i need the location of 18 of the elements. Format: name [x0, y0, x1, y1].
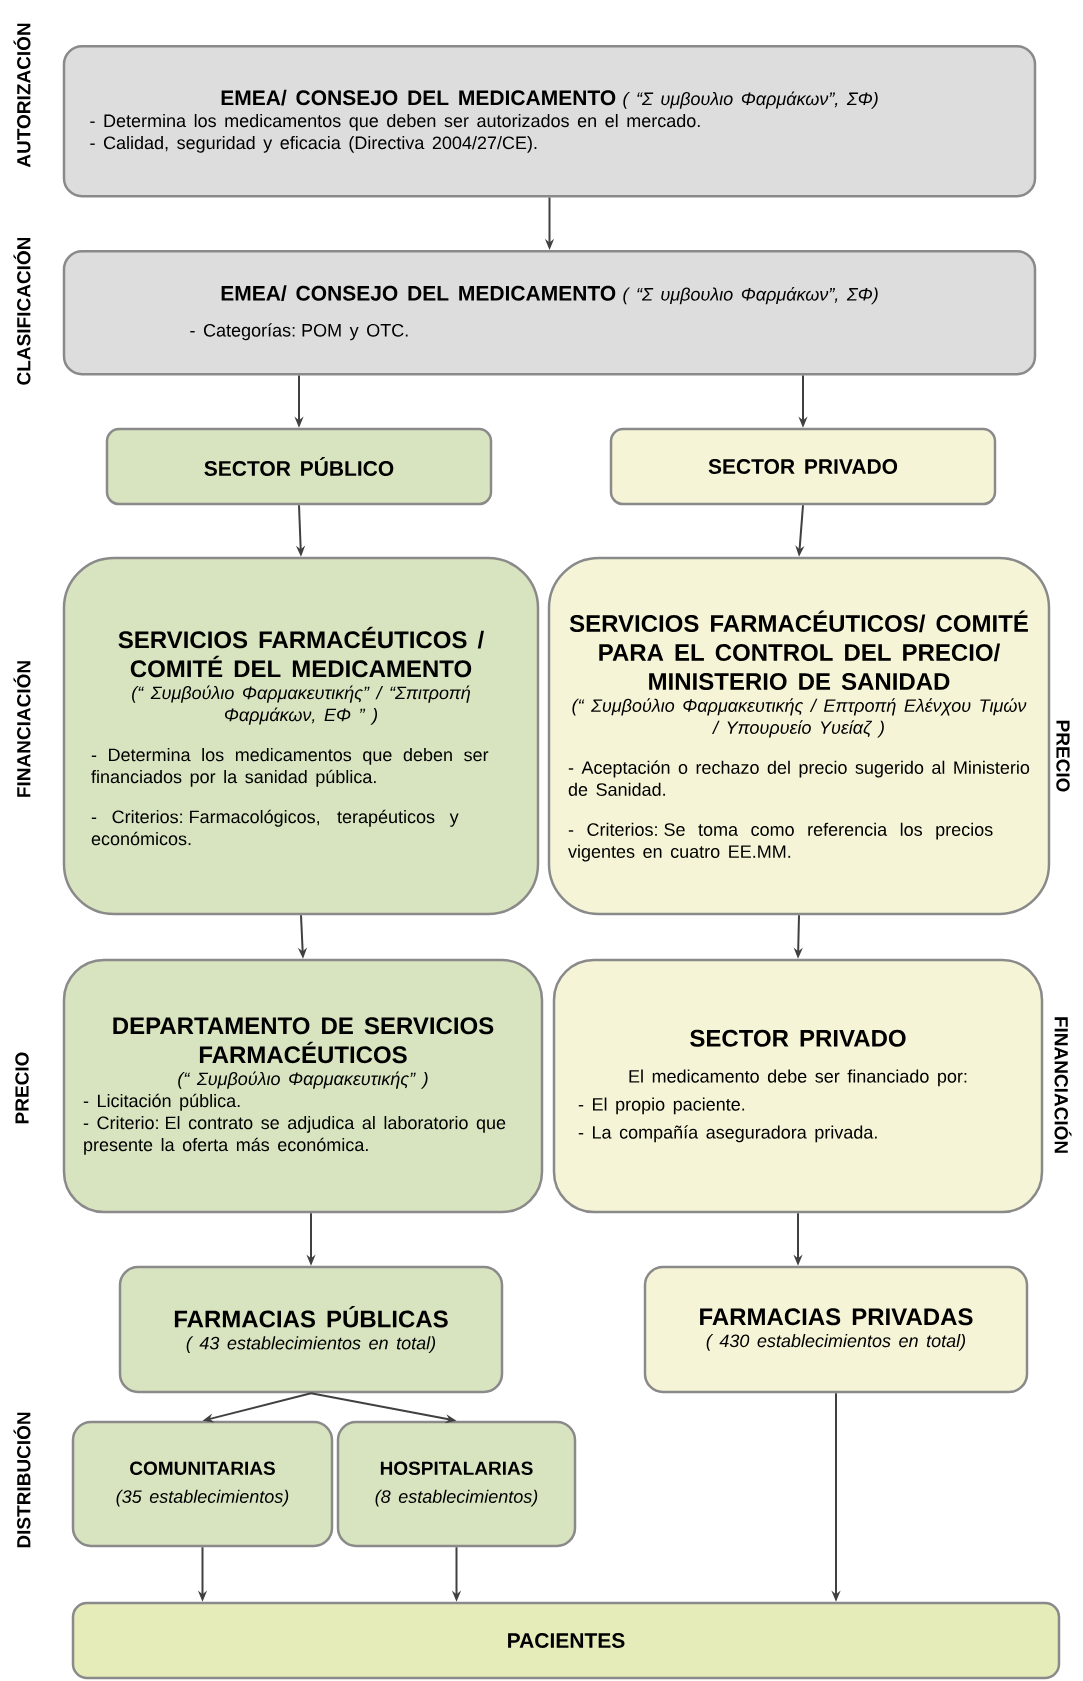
- process-box: SECTOR PÚBLICO: [105, 427, 493, 506]
- process-box: HOSPITALARIAS (8 establecimientos): [336, 1420, 577, 1548]
- process-box: EMEA/ CONSEJO DEL MEDICAMENTO ( “Σ υμβουλιο Φαρμάκων”, ΣΦ) - Determina los medicamentos que deben ser autorizados en el mercado. - Calidad, seguridad y eficacia (Directiva 2004/27/CE).: [62, 45, 1037, 198]
- process-box: SERVICIOS FARMACÉUTICOS / COMITÉ DEL MEDICAMENTO (“ Συμβούλιο Φαρμακευτικής” / “Σπιτροπή Φαρμάκων, ΕΦ ” ) - Determina los medicamentos que deben ser financiados por la sanidad pública. - Criterios: Farmacológicos, terapéuticos y económicos.: [62, 556, 540, 916]
- process-box: COMUNITARIAS (35 establecimientos): [71, 1420, 334, 1548]
- process-box: EMEA/ CONSEJO DEL MEDICAMENTO ( “Σ υμβουλιο Φαρμάκων”, ΣΦ) - Categorías: POM y OTC.: [62, 250, 1037, 376]
- process-box: FARMACIAS PRIVADAS ( 430 establecimientos en total): [643, 1265, 1029, 1394]
- process-box: FARMACIAS PÚBLICAS ( 43 establecimientos en total): [118, 1265, 504, 1394]
- process-box: DEPARTAMENTO DE SERVICIOS FARMACÉUTICOS (“ Συμβούλιο Φαρμακευτικής” ) - Licitación pública. - Criterio: El contrato se adjudica al laboratorio que presente la oferta más económica.: [62, 958, 544, 1214]
- section-label: CLASIFICACIÓN: [13, 237, 31, 385]
- process-box: SECTOR PRIVADO: [609, 427, 997, 506]
- section-label: PRECIO: [15, 1052, 29, 1124]
- process-box: SERVICIOS FARMACÉUTICOS/ COMITÉ PARA EL CONTROL DEL PRECIO/ MINISTERIO DE SANIDAD (“ Συμβούλιο Φαρμακευτικής / Επτροπή Ελένχου Τιμών / Υπουρυείο Υυείαζ ) - Aceptación o rechazo del precio sugerido al Ministerio de Sanidad. - Criterios: Se toma como referencia los precios vigentes en cuatro EE.MM.: [547, 556, 1051, 916]
- section-label: AUTORIZACIÓN: [13, 23, 31, 168]
- section-label: DISTRIBUCIÓN: [13, 1412, 31, 1548]
- section-label: FINANCIACIÓN: [13, 661, 31, 797]
- process-box: SECTOR PRIVADO El medicamento debe ser financiado por: - El propio paciente. - La compañía aseguradora privada.: [552, 958, 1044, 1214]
- process-box: PACIENTES: [71, 1601, 1061, 1680]
